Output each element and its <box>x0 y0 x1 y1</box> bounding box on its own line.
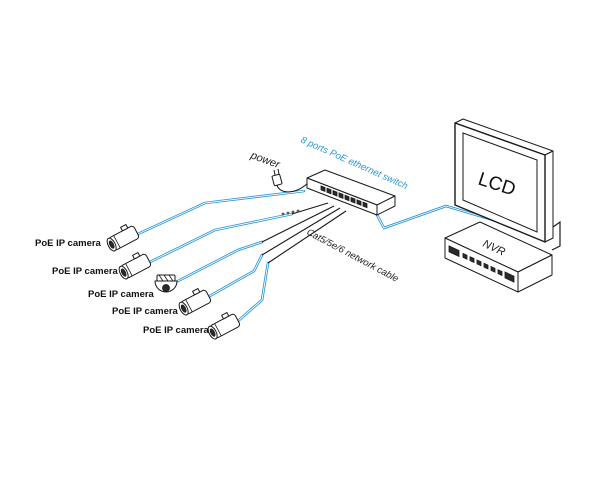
camera-cable-1-inner <box>137 190 305 235</box>
nvr-front-panel <box>448 245 515 283</box>
camera-cable-2-inner <box>149 213 293 263</box>
power-plug <box>271 168 283 187</box>
camera-label-3: PoE IP camera <box>88 289 155 300</box>
cable-label: Cat5/5e/6 network cable <box>305 227 401 285</box>
switch-to-nvr-cable-inner <box>375 205 501 229</box>
camera-cables <box>136 189 306 323</box>
camera-2 <box>118 252 152 280</box>
switch-ports <box>320 185 368 209</box>
camera-cable-4-inner <box>207 254 263 298</box>
camera-4 <box>178 288 212 316</box>
connector-dots <box>281 209 300 216</box>
dome-camera <box>154 274 178 293</box>
nvr-recorder: NVR <box>444 221 553 293</box>
network-cables <box>261 202 347 264</box>
camera-cable-5-inner <box>237 262 269 322</box>
camera-label-5: PoE IP camera <box>143 325 210 336</box>
network-cable-4 <box>261 207 341 256</box>
camera-label-4: PoE IP camera <box>112 306 179 317</box>
camera-1 <box>106 224 140 252</box>
power-cable <box>276 182 309 193</box>
lcd-monitor: LCD <box>454 118 561 251</box>
lcd-screen <box>462 132 538 233</box>
camera-cable-3-inner <box>177 241 263 282</box>
camera-label-2: PoE IP camera <box>52 266 119 277</box>
power-label: power <box>248 149 282 171</box>
network-cable-2 <box>291 202 329 215</box>
camera-label-1: PoE IP camera <box>35 238 102 249</box>
network-cable-3 <box>261 205 335 243</box>
camera-5 <box>207 312 241 340</box>
poe-switch <box>306 169 396 216</box>
network-cable-5 <box>267 210 347 264</box>
camera-cable-3 <box>176 240 264 283</box>
